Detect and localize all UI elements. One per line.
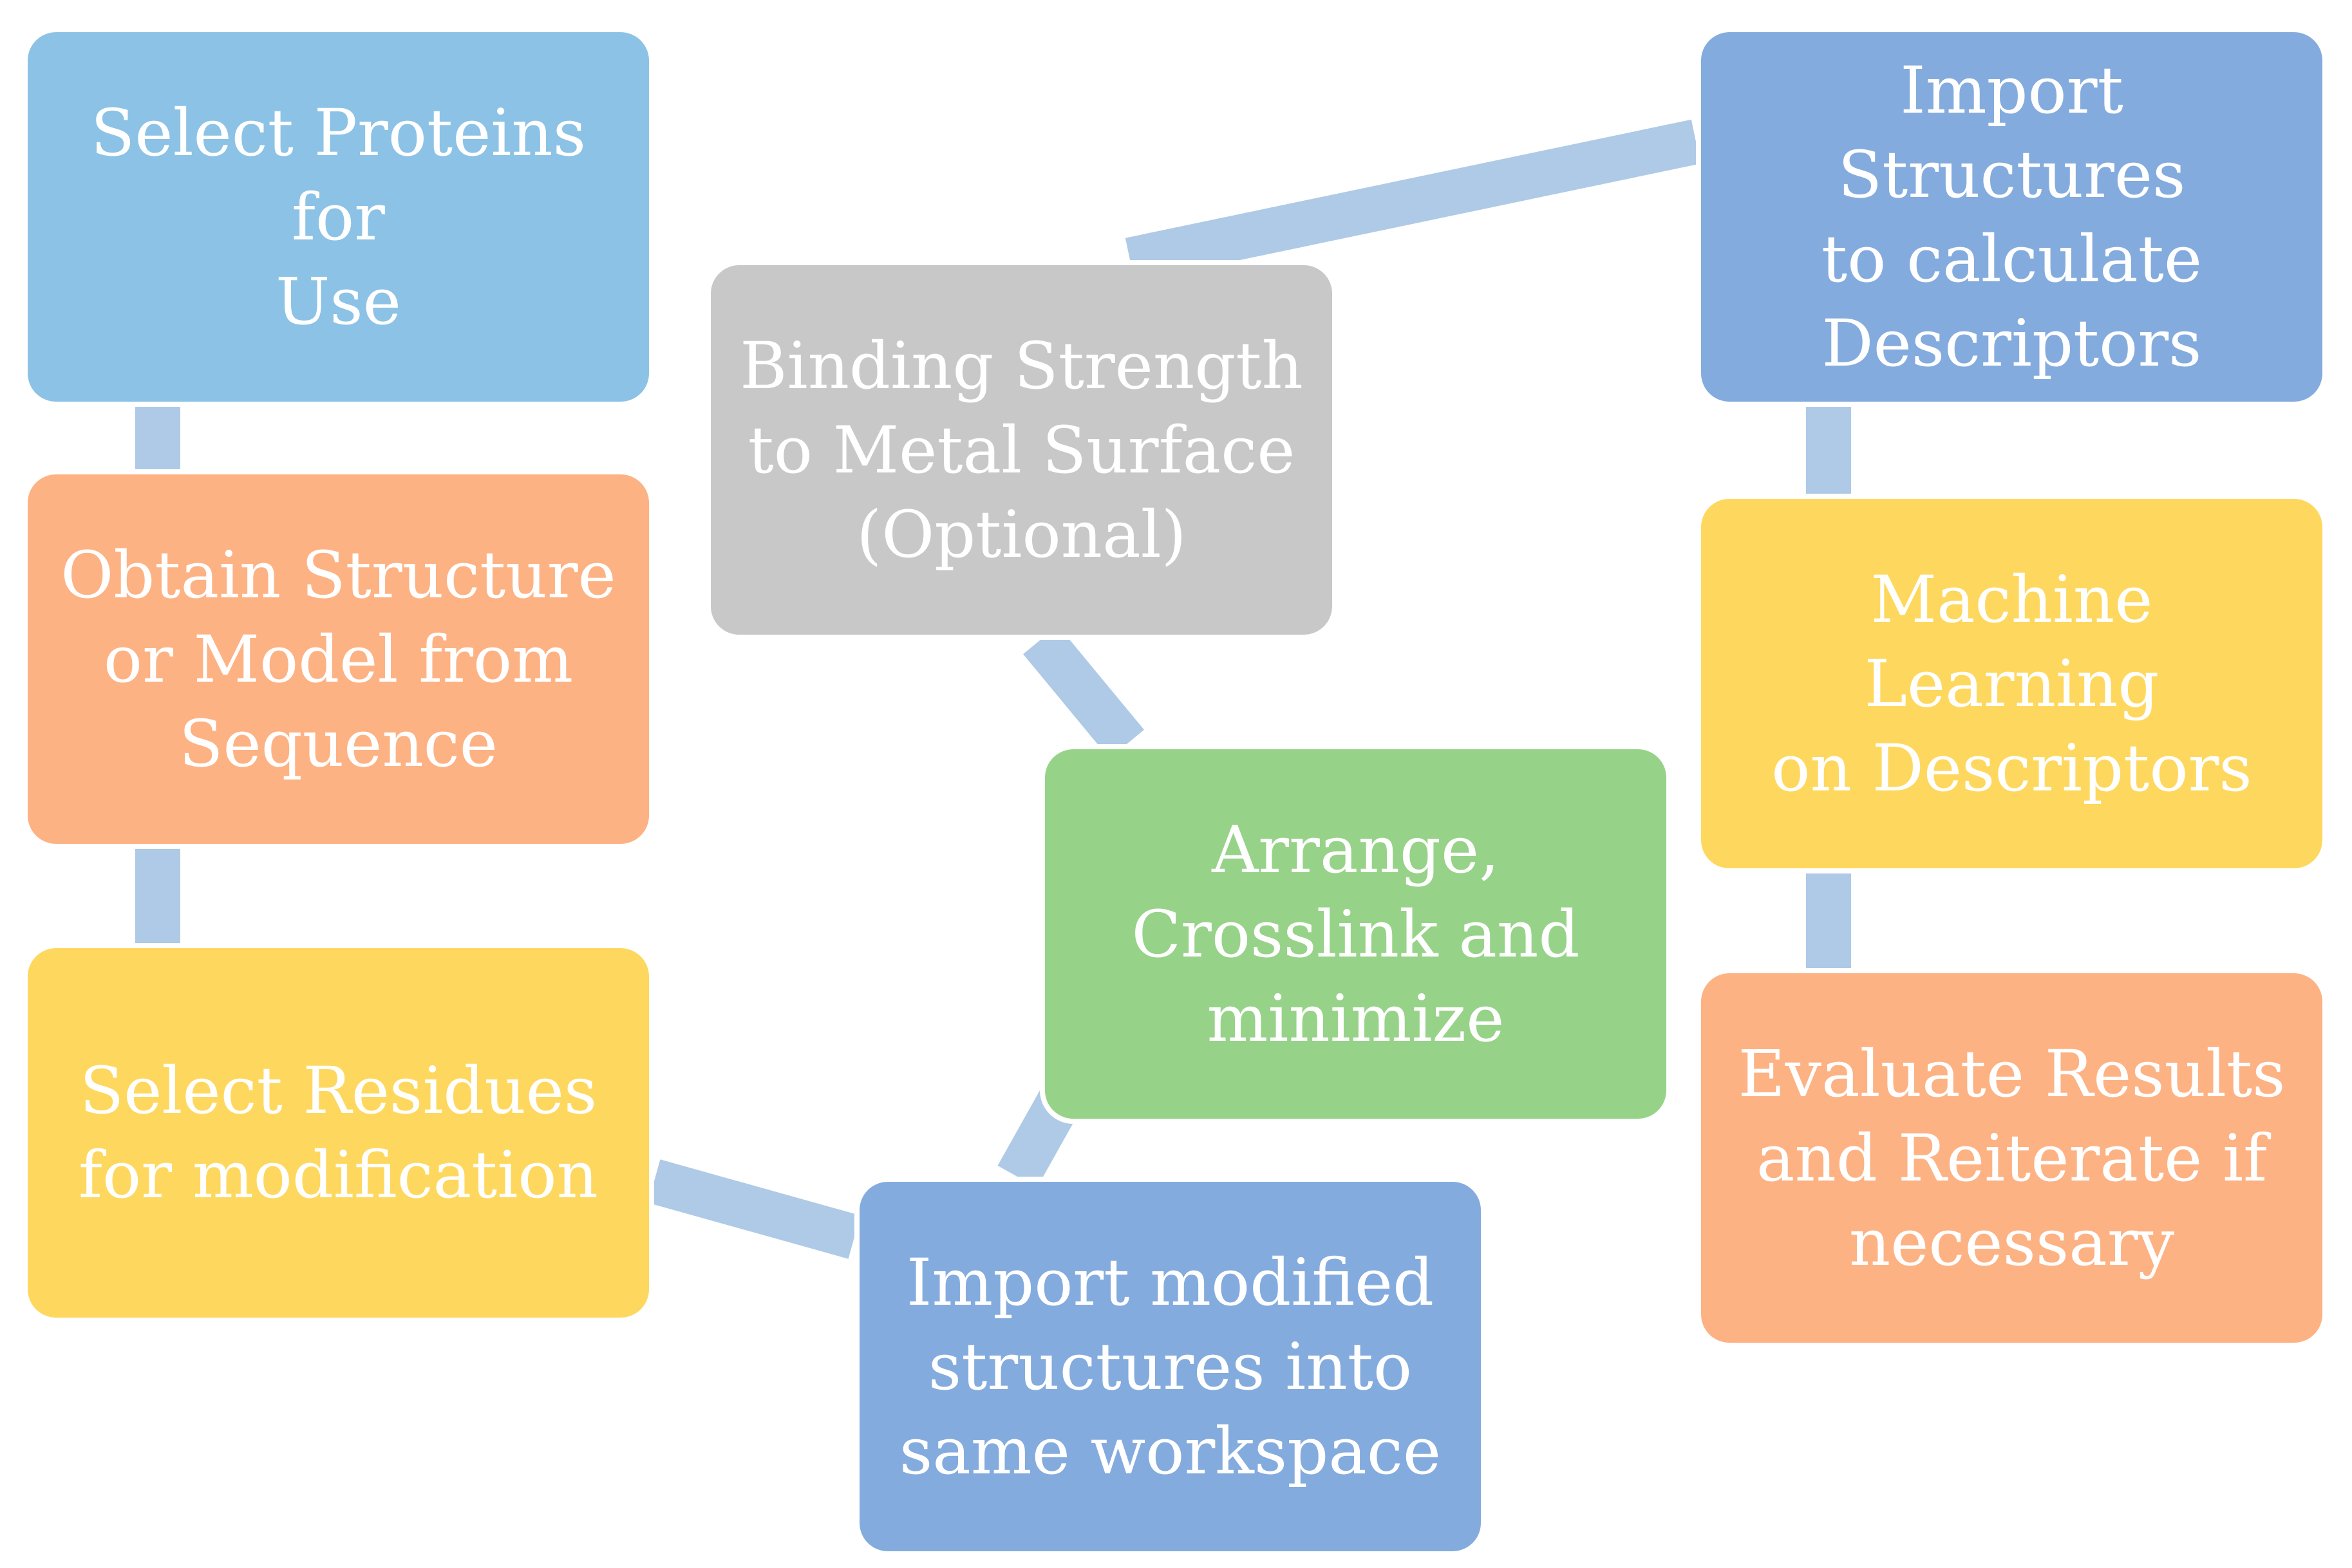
node-machine-learning: Machine Learning on Descriptors	[1696, 494, 2328, 873]
node-label: Select Residues for modification	[79, 1053, 598, 1213]
node-binding-strength: Binding Strength to Metal Surface (Optio…	[706, 260, 1337, 640]
node-select-residues: Select Residues for modification	[23, 943, 654, 1323]
node-evaluate-results: Evaluate Results and Reiterate if necess…	[1696, 968, 2328, 1348]
node-import-modified: Import modified structures into same wor…	[854, 1177, 1486, 1556]
node-label: Evaluate Results and Reiterate if necess…	[1738, 1036, 2286, 1280]
node-label: Import Structures to calculate Descripto…	[1821, 53, 2203, 381]
node-label: Machine Learning on Descriptors	[1771, 561, 2252, 806]
node-label: Binding Strength to Metal Surface (Optio…	[740, 328, 1303, 572]
connector-6-7	[1125, 119, 1701, 283]
node-arrange-crosslink: Arrange, Crosslink and minimize	[1040, 744, 1671, 1124]
node-obtain-structure: Obtain Structure or Model from Sequence	[23, 469, 654, 849]
node-label: Obtain Structure or Model from Sequence	[61, 537, 616, 781]
node-import-structures: Import Structures to calculate Descripto…	[1696, 27, 2328, 407]
node-label: Arrange, Crosslink and minimize	[1131, 812, 1580, 1056]
node-select-proteins: Select Proteins for Use	[23, 27, 654, 407]
node-label: Select Proteins for Use	[90, 95, 587, 339]
connector-5-6	[1023, 625, 1144, 759]
connector-3-4	[648, 1159, 861, 1259]
node-label: Import modified structures into same wor…	[899, 1244, 1442, 1489]
